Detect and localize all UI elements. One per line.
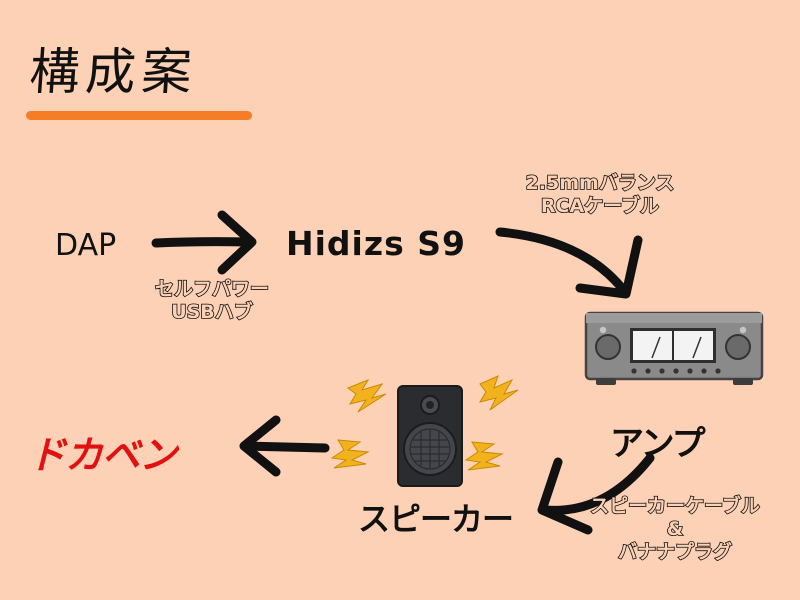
label-line: RCAケーブル <box>540 194 660 218</box>
node-dap: DAP <box>55 228 117 263</box>
arrow-speaker-to-dokaben <box>239 415 330 477</box>
label-line: スピーカーケーブル <box>589 494 760 518</box>
label-hidizs-to-amp: 2.5mmバランス RCAケーブル <box>500 171 700 218</box>
arrow-dap-to-hidizs <box>151 210 257 275</box>
arrow-amp-to-speaker <box>537 453 655 535</box>
label-line: USBハブ <box>170 300 253 324</box>
speaker-icon <box>397 385 463 487</box>
node-speaker: スピーカー <box>358 500 514 538</box>
label-amp-to-speaker: スピーカーケーブル & バナナプラグ <box>580 494 770 564</box>
node-amp: アンプ <box>610 424 706 464</box>
title-underline <box>26 111 252 120</box>
label-line: セルフパワー <box>154 277 270 301</box>
node-hidizs-s9: Hidizs S9 <box>286 224 466 263</box>
label-line: 2.5mmバランス <box>525 171 675 195</box>
amplifier-icon <box>584 311 764 385</box>
label-line: & <box>666 517 684 541</box>
label-line: バナナプラグ <box>617 540 733 564</box>
lightning-icon <box>330 375 519 471</box>
label-dap-to-hidizs: セルフパワー USBハブ <box>132 277 292 324</box>
arrow-hidizs-to-amp <box>495 227 643 299</box>
node-dokaben: ドカベン <box>28 433 177 477</box>
